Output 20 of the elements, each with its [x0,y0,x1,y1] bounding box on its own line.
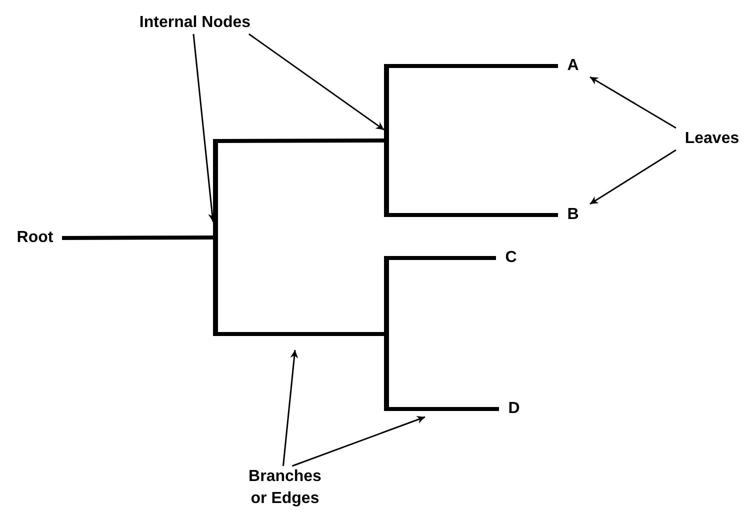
leader-arrow [590,76,676,129]
leaf-label: B [556,204,590,226]
branch-line [216,138,386,143]
annotation-label: Branches or Edges [240,466,330,510]
leaf-label: C [494,247,528,269]
annotation-label: Leaves [676,128,748,150]
leader-arrow [282,350,298,466]
branch-line [387,213,558,217]
leaf-label: A [556,55,590,77]
leader-arrow [292,416,426,467]
branch-line [216,332,386,336]
leader-arrow [248,33,384,130]
branch-line [62,236,215,240]
root-label: Root [6,227,64,249]
leaf-label: D [497,398,531,420]
branch-line [387,256,496,260]
branch-line [387,64,558,68]
branch-line [387,406,499,411]
annotation-label: Internal Nodes [118,12,272,34]
leader-arrow [590,149,676,205]
